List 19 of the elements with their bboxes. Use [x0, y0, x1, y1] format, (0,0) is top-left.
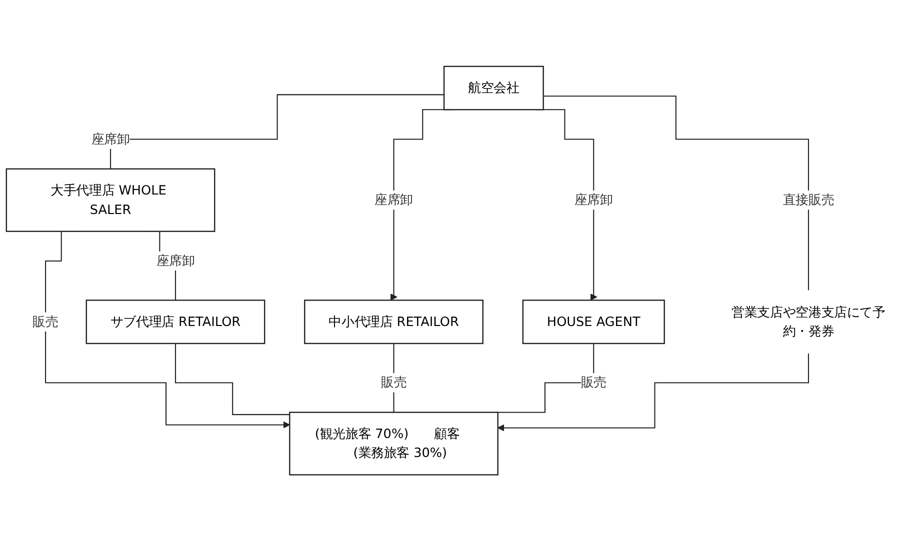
connector — [543, 96, 809, 292]
connector — [110, 94, 444, 170]
edge-label: 販売 — [32, 314, 58, 330]
node-box: 大手代理店 WHOLE SALER — [6, 168, 216, 232]
edge-label: 座席卸 — [574, 192, 613, 208]
node-box: 中小代理店 RETAILOR — [304, 300, 484, 344]
edge-label: 販売 — [380, 375, 407, 390]
edge-label: 座席卸 — [91, 132, 130, 147]
arrow — [498, 352, 809, 432]
edge-label: 座席卸 — [374, 192, 413, 208]
connector — [174, 343, 290, 416]
edge-label: 販売 — [580, 375, 606, 390]
edge-label: 座席卸 — [156, 253, 195, 269]
node-box: サブ代理店 RETAILOR — [86, 300, 266, 344]
node-text: 営業支店や空港支店にて予約・発券 — [732, 304, 886, 340]
node-box: (観光旅客 70%) 顧客 (業務旅客 30%) — [289, 412, 498, 476]
edge-label: 直接販売 — [782, 192, 834, 208]
node-box: HOUSE AGENT — [522, 300, 665, 344]
node-box: 航空会社 — [443, 66, 544, 111]
